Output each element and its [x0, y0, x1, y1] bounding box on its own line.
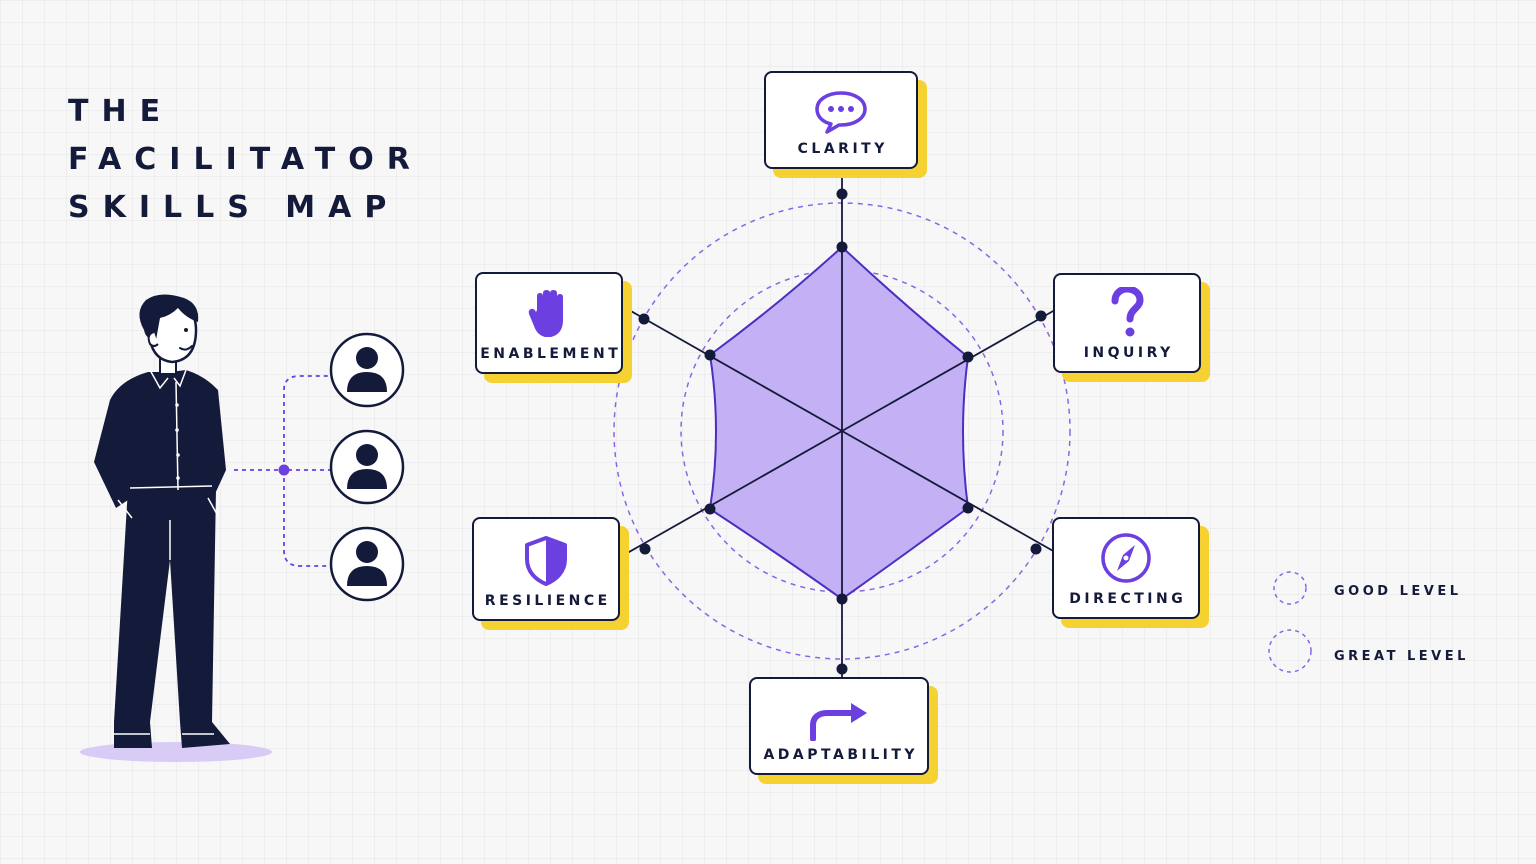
skill-label-clarity: CLARITY — [797, 141, 888, 157]
figure-legs — [114, 488, 216, 722]
skill-card-adaptability: ADAPTABILITY — [749, 677, 929, 775]
figure-left-shoe — [114, 722, 152, 748]
turn-arrow-icon — [810, 703, 867, 741]
skill-level-points — [704, 241, 974, 605]
title-line-1: THE — [68, 94, 174, 129]
skill-label-enablement: ENABLEMENT — [480, 346, 622, 362]
axis-end-points — [638, 188, 1047, 675]
team-member-avatar-3 — [329, 526, 405, 602]
figure-right-shoe — [180, 722, 230, 748]
legend-good-level: GOOD LEVEL — [1334, 584, 1462, 599]
skill-label-resilience: RESILIENCE — [484, 593, 611, 609]
page-title: THE FACILITATOR SKILLS MAP — [68, 88, 423, 232]
skill-card-inquiry: INQUIRY — [1053, 273, 1201, 373]
compass-icon — [1101, 533, 1151, 583]
skill-card-clarity: CLARITY — [764, 71, 918, 169]
skill-label-directing: DIRECTING — [1069, 591, 1187, 607]
legend-great-level: GREAT LEVEL — [1334, 649, 1469, 664]
figure-torso — [94, 370, 226, 508]
shield-icon — [525, 536, 567, 586]
skill-card-enablement: ENABLEMENT — [475, 272, 623, 374]
figure-hair — [139, 294, 199, 340]
team-member-avatar-2 — [329, 429, 405, 505]
title-line-2: FACILITATOR — [68, 142, 423, 177]
great-level-legend-symbol — [1268, 629, 1312, 673]
skill-card-directing: DIRECTING — [1052, 517, 1200, 619]
speech-bubble-icon — [815, 91, 867, 134]
team-junction-dot — [278, 464, 290, 476]
good-level-legend-symbol — [1273, 571, 1307, 605]
skill-label-inquiry: INQUIRY — [1083, 345, 1174, 361]
hand-icon — [528, 290, 563, 337]
skill-card-resilience: RESILIENCE — [472, 517, 620, 621]
question-mark-icon — [1111, 287, 1144, 337]
skill-label-adaptability: ADAPTABILITY — [763, 747, 919, 763]
team-connectors — [234, 375, 330, 567]
team-member-avatar-1 — [329, 332, 405, 408]
title-line-3: SKILLS MAP — [68, 190, 400, 225]
